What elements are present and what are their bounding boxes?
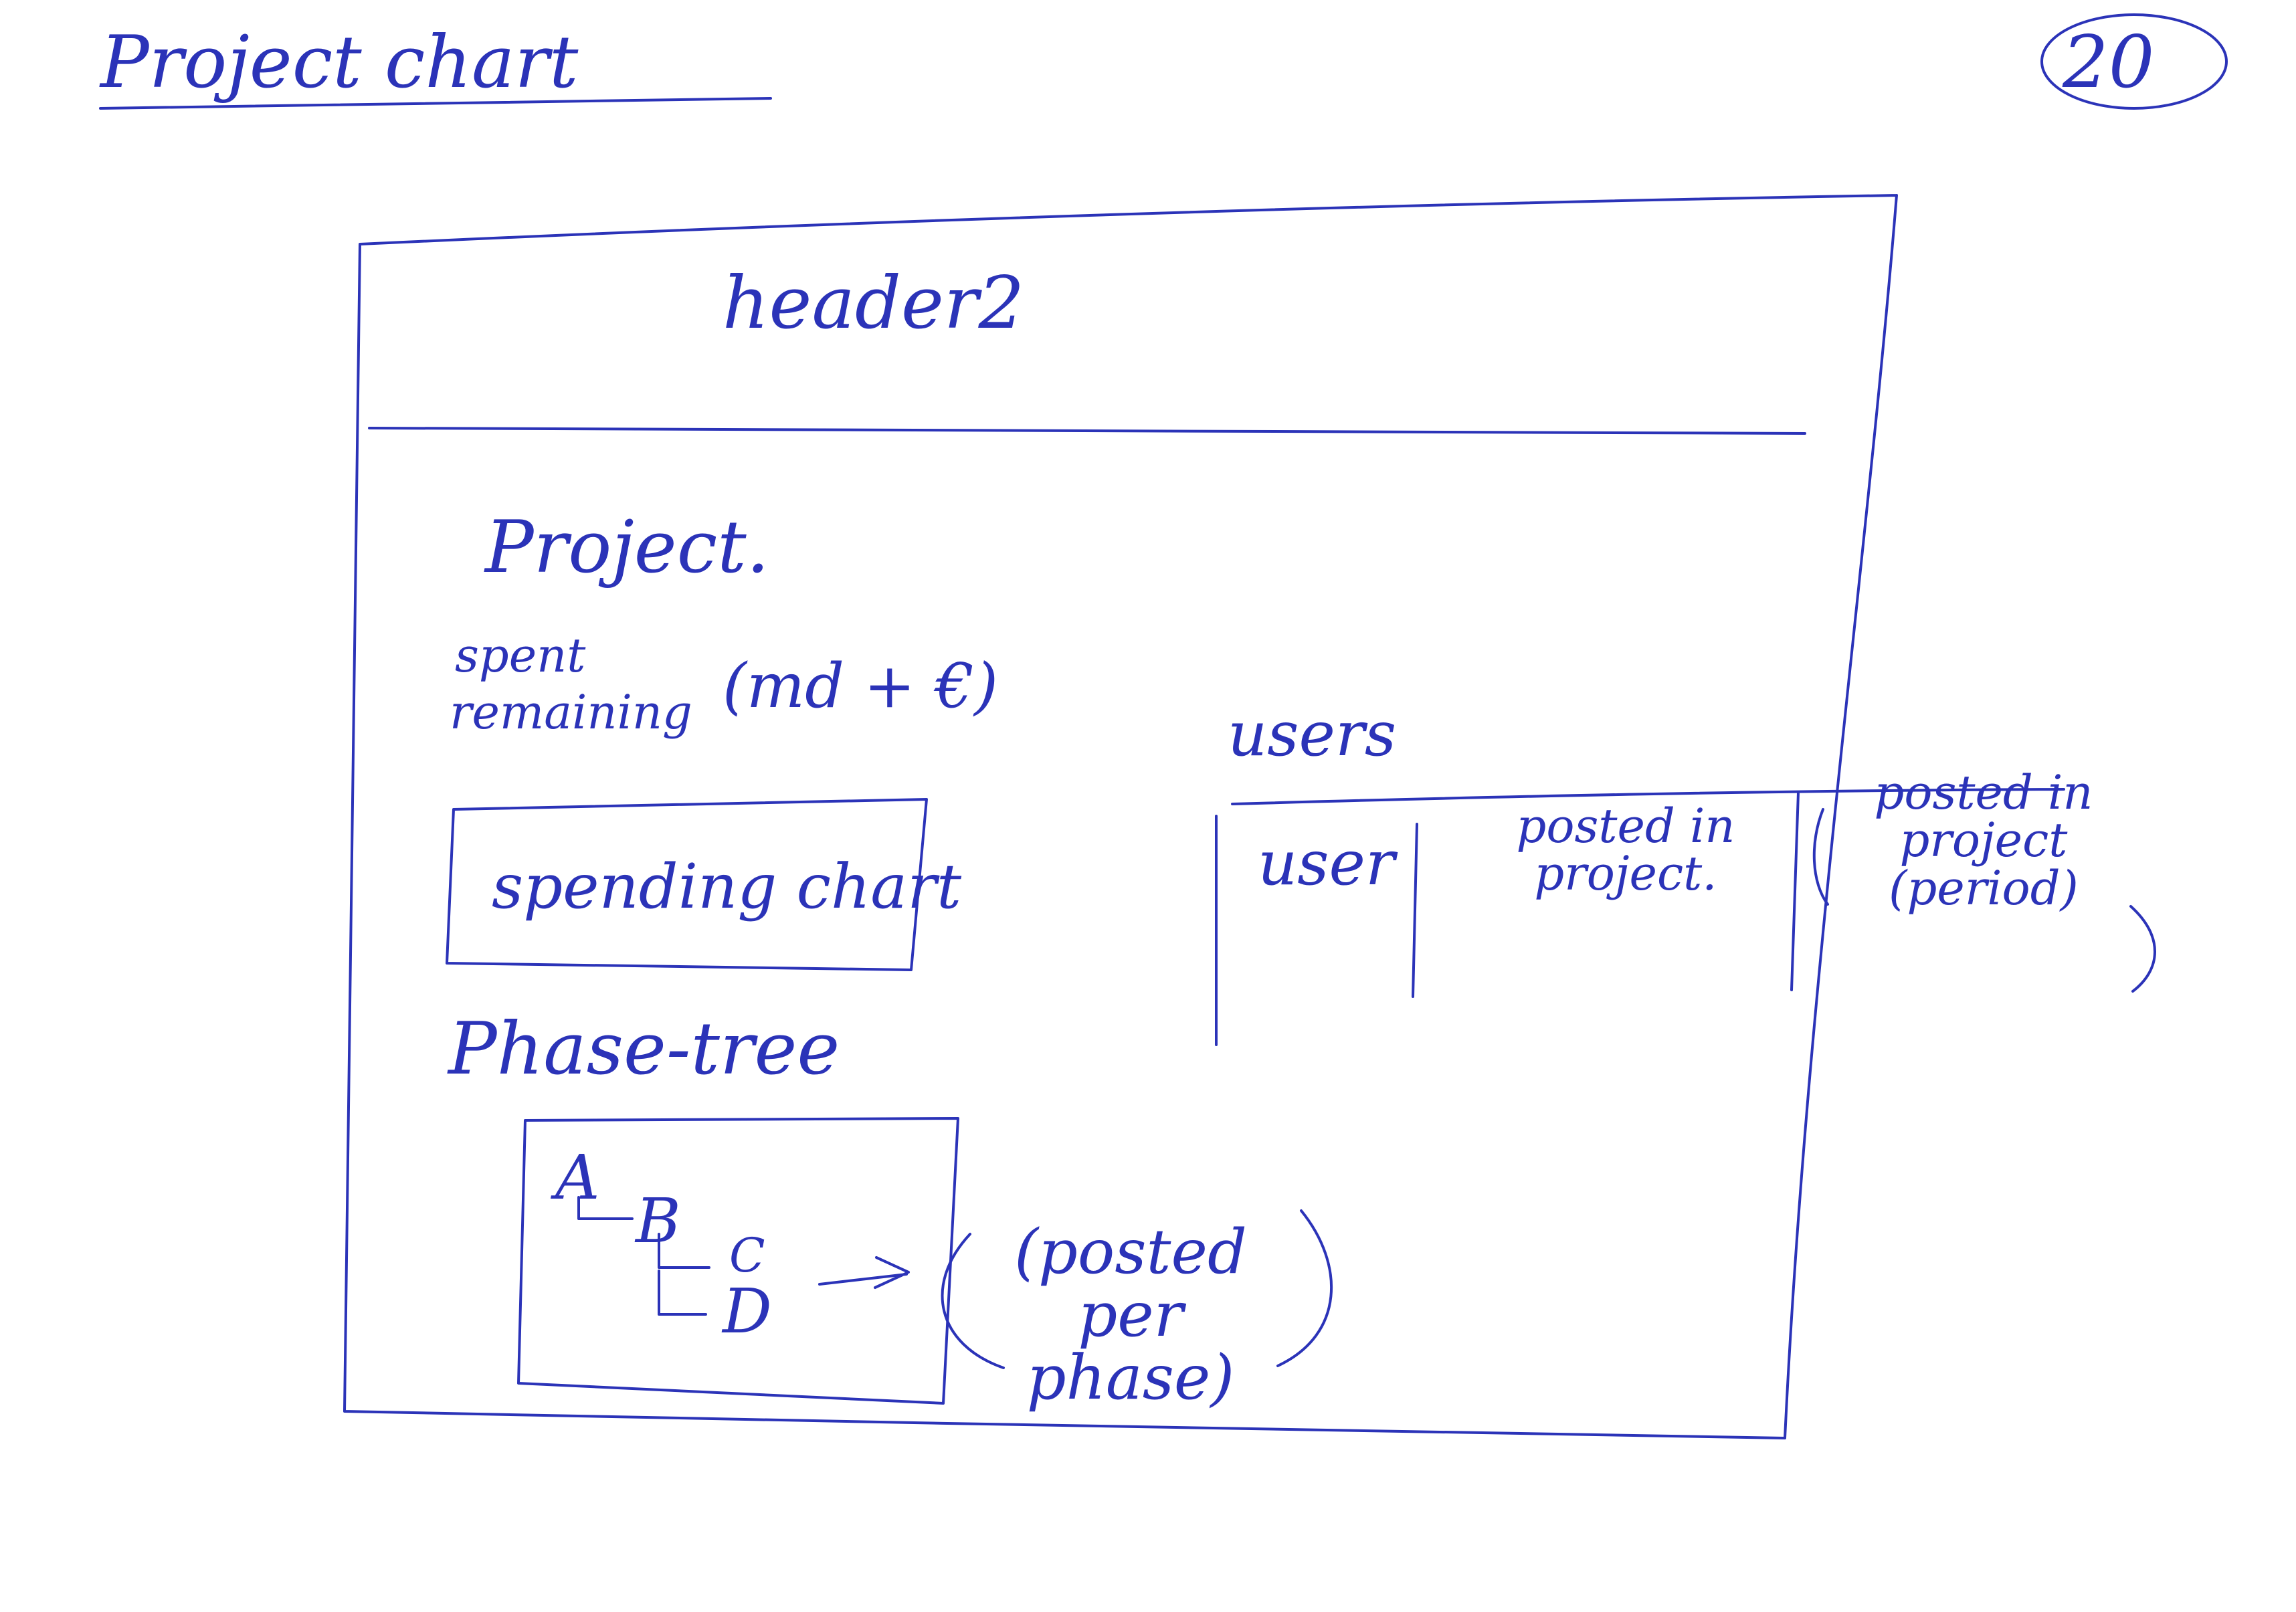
summary-remaining: remaining: [450, 685, 692, 740]
page-title: Project chart: [100, 21, 579, 104]
spending-chart-box: [446, 798, 928, 971]
summary-units: (md + €): [723, 650, 999, 722]
phase-tree-node-c: C: [729, 1228, 765, 1283]
users-table-lines: [1215, 788, 2065, 1046]
wireframe-header: header2: [723, 262, 1025, 345]
phase-tree-node-a: A: [555, 1142, 600, 1213]
users-column-posted-in-project: posted in project.: [1516, 799, 1735, 902]
posted-per-phase-brackets: [941, 1209, 1333, 1369]
posted-per-phase-label: (posted per phase): [1014, 1216, 1247, 1413]
wireframe-outer-frame: [343, 194, 1898, 1439]
phase-tree-node-d: D: [723, 1276, 772, 1347]
header-divider: [368, 425, 1806, 435]
summary-spent: spent: [455, 628, 586, 683]
phase-tree-node-b: B: [636, 1185, 681, 1257]
phase-tree-arrow: [818, 1256, 910, 1289]
users-column-posted-in-project-period: posted in project (period): [1874, 765, 2093, 916]
phase-tree-box: [517, 1117, 959, 1405]
users-column-user: user: [1258, 827, 1395, 899]
page-title-underline: [99, 97, 772, 110]
users-section-title: users: [1228, 698, 1397, 770]
period-column-brackets: [1812, 808, 2156, 993]
phase-tree-title: Phase-tree: [448, 1007, 840, 1091]
page-number: 20: [2063, 21, 2155, 104]
page-number-circle: [2040, 13, 2228, 110]
phase-tree-connectors: [577, 1196, 710, 1316]
spending-chart-label: spending chart: [492, 851, 962, 922]
project-section-title: Project.: [485, 506, 769, 589]
